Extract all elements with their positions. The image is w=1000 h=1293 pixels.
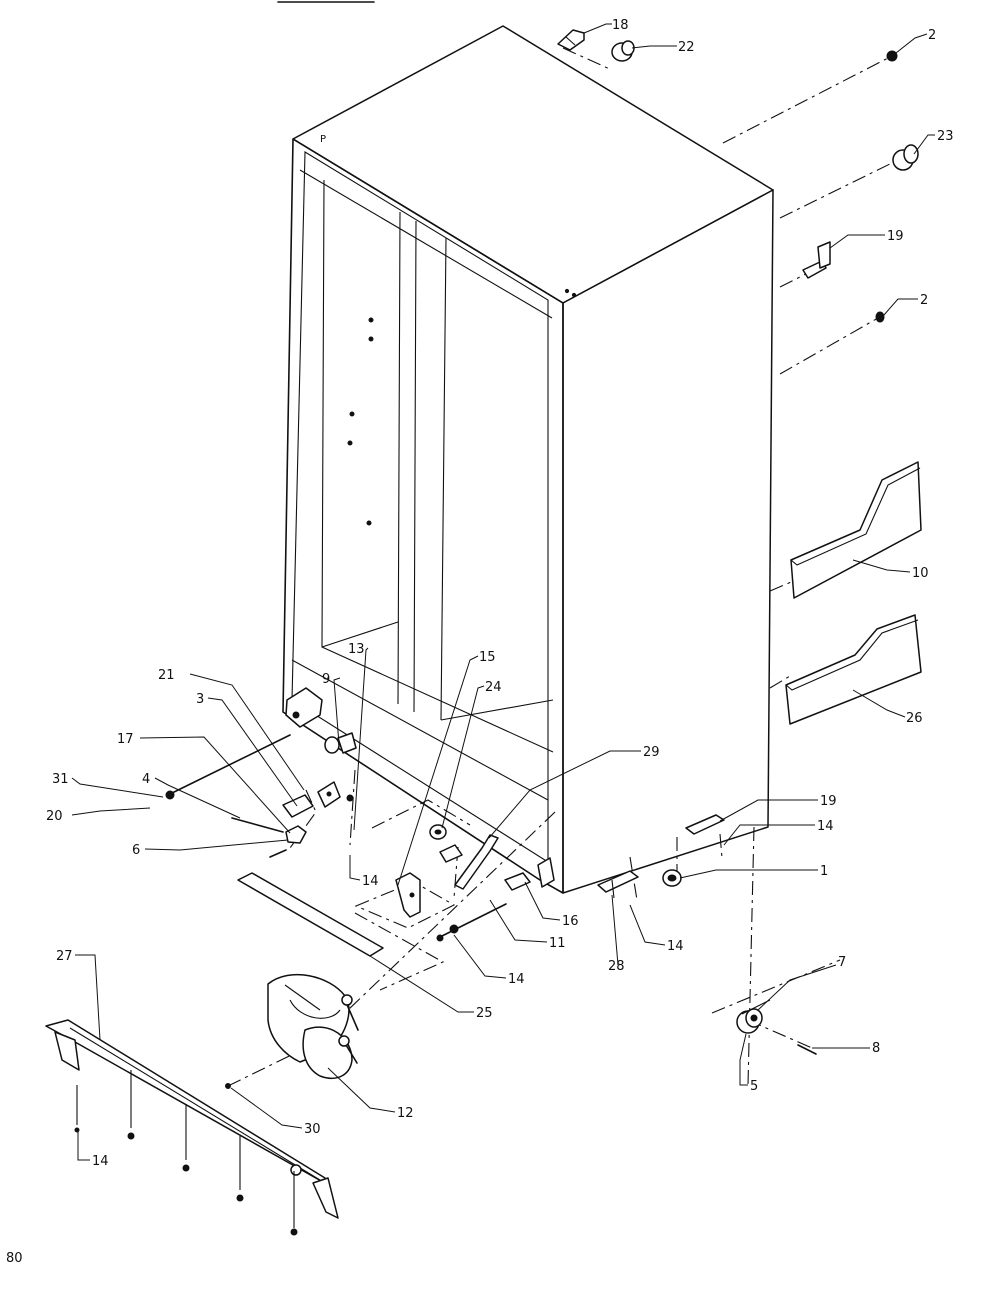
label-14-center: 14 [362,874,379,889]
label-29: 29 [643,745,660,760]
label-9: 9 [322,672,330,687]
part-5-wheel [736,1008,763,1034]
label-14-grille: 14 [92,1154,109,1169]
label-30: 30 [304,1122,321,1137]
part-19-clip [685,814,725,835]
label-15: 15 [479,650,496,665]
label-12: 12 [397,1106,414,1121]
part-6-screw [269,849,287,858]
label-24: 24 [485,680,502,695]
label-10: 10 [912,566,929,581]
label-14-bracket: 14 [667,939,684,954]
part-22-roller [611,40,635,62]
label-2-mid: 2 [920,293,928,308]
leader-lines [71,23,935,1161]
part-30-pin [225,1083,231,1089]
label-28: 28 [608,959,625,974]
label-5: 5 [750,1079,758,1094]
part-hinge-bracket-center [395,872,421,918]
part-labels: 18 22 2 23 19 2 10 26 19 14 1 7 8 5 28 1… [46,18,954,1169]
label-7: 7 [838,955,846,970]
label-19-lower: 19 [820,794,837,809]
label-31: 31 [52,772,69,787]
label-1: 1 [820,864,828,879]
part-25-grille-strip [237,872,384,957]
part-7-pin [741,999,771,1015]
label-8: 8 [872,1041,880,1056]
part-11-rod [436,903,507,942]
label-3: 3 [196,692,204,707]
label-21: 21 [158,668,175,683]
label-16: 16 [562,914,579,929]
cabinet: P [282,25,774,894]
label-13: 13 [348,642,365,657]
label-18: 18 [612,18,629,33]
part-4-pin [231,817,284,833]
part-18-connector [557,29,585,51]
part-31-rod [165,734,291,800]
part-8-screw [797,1044,817,1055]
label-6: 6 [132,843,140,858]
label-2-top: 2 [928,28,936,43]
label-27: 27 [56,949,73,964]
part-2-screw-mid [875,311,885,323]
label-4: 4 [142,772,150,787]
svg-text:P: P [320,134,326,145]
label-22: 22 [678,40,695,55]
page-number: 80 [6,1251,23,1266]
label-26: 26 [906,711,923,726]
part-3-hinge [317,781,354,808]
label-19-upper: 19 [887,229,904,244]
part-26-panel [785,614,922,725]
part-24-foot [429,824,447,840]
part-1-foot [662,869,682,887]
label-23: 23 [937,129,954,144]
part-9-cam [324,732,357,754]
part-23-roller [892,144,919,171]
label-20: 20 [46,809,63,824]
part-15-bracket [439,844,463,863]
part-27-toe-grille [45,1019,339,1236]
part-12-hinge-cover [267,973,359,1080]
label-14-rod: 14 [508,972,525,987]
label-17: 17 [117,732,134,747]
label-25: 25 [476,1006,493,1021]
part-17-hinge-assembly [282,687,323,844]
part-19-bracket [802,241,831,279]
label-14-right: 14 [817,819,834,834]
part-29-tube [454,834,499,890]
part-28-bracket [597,870,639,899]
part-2-screw-top [886,50,898,62]
part-16-bracket [504,857,555,891]
part-10-panel [790,461,922,599]
label-11: 11 [549,936,566,951]
